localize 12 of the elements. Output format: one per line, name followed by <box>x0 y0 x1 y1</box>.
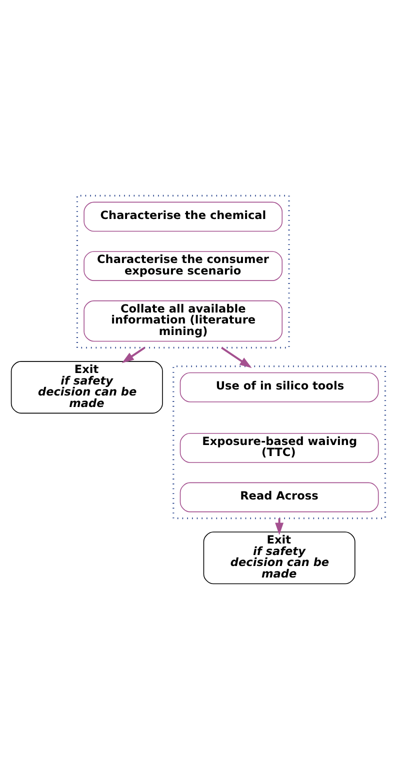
arrow <box>122 346 146 364</box>
node-box: Characterise the chemical <box>84 202 283 232</box>
node-box: Use of in silico tools <box>180 372 379 402</box>
cluster <box>76 194 290 348</box>
node-box: Exposure-based waiving (TTC) <box>180 432 379 463</box>
arrow <box>221 346 252 368</box>
cluster <box>172 365 386 520</box>
node-box: Exit if safety decision can be made <box>203 532 356 584</box>
node-box: Collate all available information (literature mining) <box>84 300 283 342</box>
node-box: Exit if safety decision can be made <box>10 361 163 414</box>
node-box: Read Across <box>180 482 379 512</box>
node-box: Characterise the consumer exposure scenario <box>84 251 283 281</box>
